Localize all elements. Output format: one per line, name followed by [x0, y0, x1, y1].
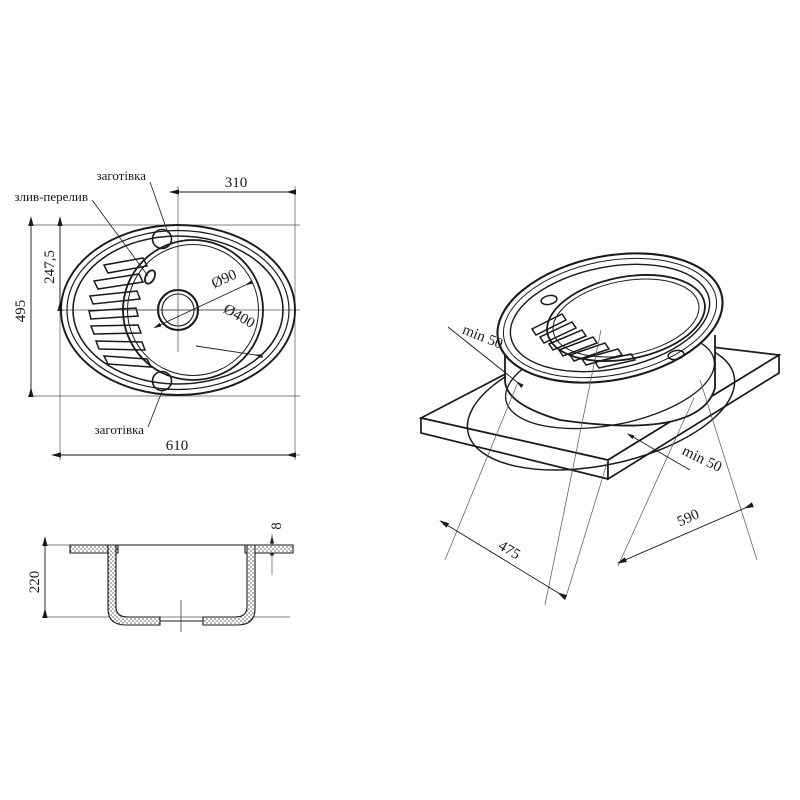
dim-310-text: 310	[225, 175, 248, 191]
sink-outline	[60, 224, 296, 396]
dim-610: 610	[51, 438, 296, 458]
iso-drainboard-grooves	[530, 313, 637, 369]
label-blank-top-text: заготівка	[96, 168, 146, 183]
faucet-hole-top	[151, 228, 173, 250]
section-bowl-profile	[107, 544, 256, 626]
dim-2475-text: 247,5	[42, 250, 58, 284]
dim-2475: 247,5	[42, 216, 63, 311]
iso-faucet-hole-right	[667, 349, 685, 361]
overflow-slot	[144, 269, 156, 285]
drainboard-grooves	[88, 257, 153, 368]
section-rim	[69, 544, 294, 554]
bowl-outline	[122, 239, 264, 381]
dim-310: 310	[169, 175, 296, 195]
dim-495-text: 495	[13, 300, 29, 323]
section-view: 220 8	[27, 522, 294, 632]
label-overflow: злив-перелив	[14, 189, 149, 277]
label-overflow-text: злив-перелив	[14, 189, 88, 204]
iso-faucet-hole-left	[540, 294, 558, 306]
label-blank-bottom-text: заготівка	[94, 422, 144, 437]
dim-495: 495	[13, 216, 34, 397]
label-blank-top: заготівка	[96, 168, 169, 234]
dim-610-text: 610	[166, 438, 189, 454]
dim-220: 220	[27, 536, 48, 618]
label-blank-bottom: заготівка	[94, 388, 164, 437]
dim-8-text: 8	[269, 522, 285, 530]
dim-220-text: 220	[27, 571, 43, 594]
plan-view: 310 247,5 495 610	[13, 168, 300, 460]
